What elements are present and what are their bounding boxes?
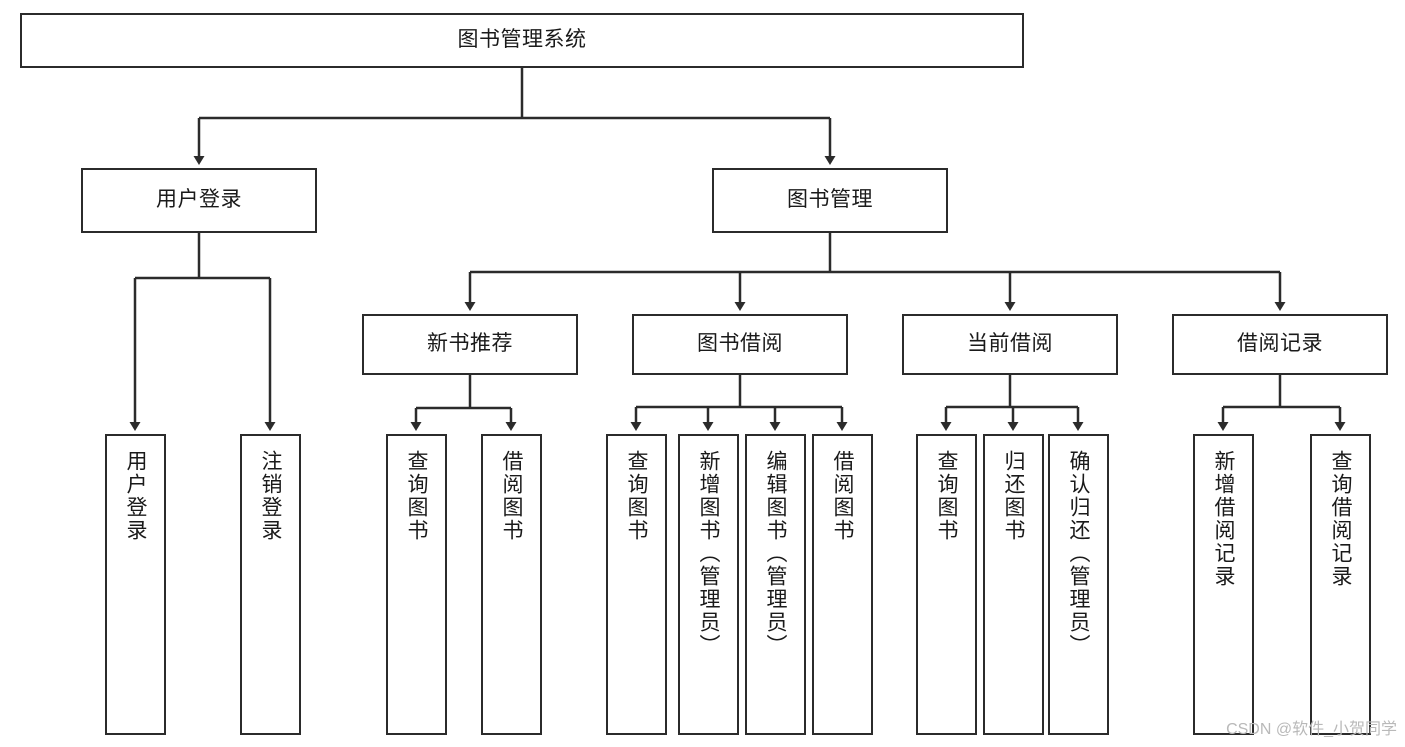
node-leaf-add-record[interactable]: 新增借阅记录 [1193,434,1254,735]
node-leaf-query-book-borrow[interactable]: 查询图书 [606,434,667,735]
node-leaf-user-login-label: 用户登录 [124,450,148,542]
node-borrow-record[interactable]: 借阅记录 [1172,314,1388,375]
node-book-borrow-label: 图书借阅 [697,332,783,356]
node-leaf-edit-book-label: 编辑图书（管理员） [764,450,788,657]
node-leaf-query-record[interactable]: 查询借阅记录 [1310,434,1371,735]
node-leaf-return-book[interactable]: 归还图书 [983,434,1044,735]
node-leaf-add-record-label: 新增借阅记录 [1212,450,1236,588]
node-leaf-query-book-borrow-label: 查询图书 [625,450,649,542]
node-leaf-borrow-book-rec-label: 借阅图书 [500,450,524,542]
node-leaf-query-record-label: 查询借阅记录 [1329,450,1353,588]
node-leaf-confirm-return[interactable]: 确认归还（管理员） [1048,434,1109,735]
node-new-book-rec[interactable]: 新书推荐 [362,314,578,375]
node-leaf-confirm-return-label: 确认归还（管理员） [1067,450,1091,657]
node-leaf-query-book-cur[interactable]: 查询图书 [916,434,977,735]
node-book-manage[interactable]: 图书管理 [712,168,948,233]
node-leaf-user-logout[interactable]: 注销登录 [240,434,301,735]
node-leaf-add-book[interactable]: 新增图书（管理员） [678,434,739,735]
node-leaf-return-book-label: 归还图书 [1002,450,1026,542]
node-user-login[interactable]: 用户登录 [81,168,317,233]
node-leaf-edit-book[interactable]: 编辑图书（管理员） [745,434,806,735]
node-user-login-label: 用户登录 [156,188,242,212]
node-leaf-query-book-cur-label: 查询图书 [935,450,959,542]
node-borrow-record-label: 借阅记录 [1237,332,1323,356]
node-leaf-borrow-book[interactable]: 借阅图书 [812,434,873,735]
csdn-watermark: CSDN @软件_小贺同学 [1226,721,1397,738]
node-book-borrow[interactable]: 图书借阅 [632,314,848,375]
node-leaf-query-book-rec[interactable]: 查询图书 [386,434,447,735]
node-leaf-borrow-book-label: 借阅图书 [831,450,855,542]
node-current-borrow-label: 当前借阅 [967,332,1053,356]
node-leaf-user-login[interactable]: 用户登录 [105,434,166,735]
node-leaf-query-book-rec-label: 查询图书 [405,450,429,542]
node-current-borrow[interactable]: 当前借阅 [902,314,1118,375]
node-root-system[interactable]: 图书管理系统 [20,13,1024,68]
node-book-manage-label: 图书管理 [787,188,873,212]
node-leaf-borrow-book-rec[interactable]: 借阅图书 [481,434,542,735]
node-leaf-add-book-label: 新增图书（管理员） [697,450,721,657]
node-leaf-user-logout-label: 注销登录 [259,450,283,542]
node-new-book-rec-label: 新书推荐 [427,332,513,356]
node-root-system-label: 图书管理系统 [457,28,587,52]
